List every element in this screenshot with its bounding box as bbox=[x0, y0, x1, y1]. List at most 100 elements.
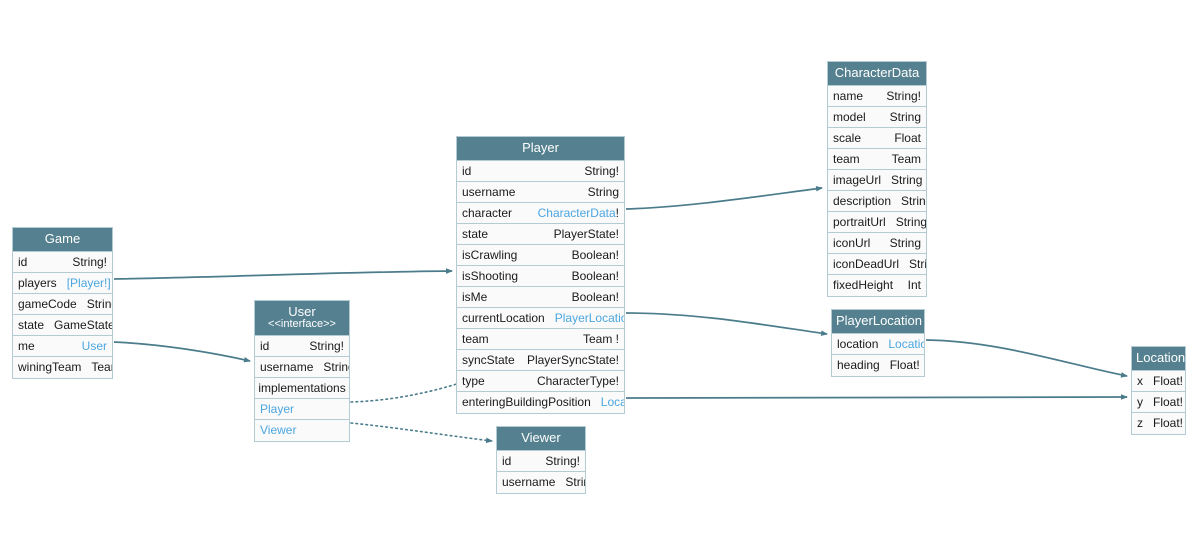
field-row[interactable]: implementations bbox=[255, 378, 349, 399]
field-name: syncState bbox=[462, 352, 515, 367]
field-type[interactable]: Location bbox=[601, 396, 624, 409]
field-type: Int bbox=[907, 278, 921, 292]
field-type[interactable]: CharacterData! bbox=[538, 206, 619, 220]
field-row[interactable]: fixedHeight Int bbox=[828, 275, 926, 296]
field-type: Boolean! bbox=[571, 268, 619, 283]
entity-header-user: User<<interface>> bbox=[255, 301, 349, 336]
field-type: String! bbox=[309, 338, 344, 353]
field-row[interactable]: enteringBuildingPosition Location bbox=[457, 392, 624, 413]
field-type-text: [Player!] bbox=[66, 275, 111, 290]
field-name: players bbox=[18, 275, 57, 290]
field-type[interactable]: Location! bbox=[888, 336, 924, 351]
field-row[interactable]: gameCodeString! bbox=[13, 294, 112, 315]
field-type: String bbox=[901, 193, 926, 208]
field-row[interactable]: y Float! bbox=[1132, 392, 1185, 413]
field-row[interactable]: me User bbox=[13, 336, 112, 357]
field-row[interactable]: syncState PlayerSyncState! bbox=[457, 350, 624, 371]
field-row[interactable]: name String! bbox=[828, 86, 926, 107]
entity-title: Game bbox=[44, 231, 81, 246]
field-name: scale bbox=[833, 130, 862, 145]
field-row[interactable]: winingTeamTeam bbox=[13, 357, 112, 378]
field-name: fixedHeight bbox=[833, 278, 894, 292]
field-type: String bbox=[565, 475, 585, 489]
field-type: PlayerSyncState! bbox=[526, 352, 619, 367]
field-type: String bbox=[889, 109, 921, 124]
edge-player-currentlocation-to-playerlocation bbox=[625, 312, 828, 336]
field-row[interactable]: locationLocation! bbox=[832, 334, 924, 355]
field-row[interactable]: isMe Boolean! bbox=[457, 287, 624, 308]
entity-header-viewer: Viewer bbox=[497, 427, 585, 451]
edge-game-me-to-user bbox=[113, 341, 251, 363]
field-name: Viewer bbox=[260, 423, 297, 437]
field-type: String! bbox=[886, 88, 921, 103]
field-type: String! bbox=[584, 163, 619, 178]
field-type: Float! bbox=[1153, 394, 1184, 409]
entity-header-game: Game bbox=[13, 228, 112, 252]
field-name: type bbox=[462, 373, 485, 388]
edge-player-character-to-characterdata bbox=[625, 185, 823, 210]
field-row[interactable]: description String bbox=[828, 191, 926, 212]
field-row[interactable]: id String! bbox=[255, 336, 349, 357]
field-type: Float! bbox=[889, 358, 920, 372]
field-name: name bbox=[833, 88, 864, 103]
field-type[interactable]: PlayerLocation! bbox=[555, 311, 624, 325]
field-row[interactable]: iconDeadUrlString bbox=[828, 254, 926, 275]
field-type[interactable]: User bbox=[82, 339, 107, 353]
field-name: state bbox=[18, 317, 45, 332]
field-name: y bbox=[1137, 394, 1143, 409]
entity-user[interactable]: User<<interface>> id String! usernameString… bbox=[254, 300, 350, 442]
field-name: enteringBuildingPosition bbox=[462, 395, 591, 409]
field-type[interactable]: [Player!] bbox=[66, 275, 111, 290]
field-type-text: Location bbox=[888, 336, 924, 351]
field-name: description bbox=[833, 193, 892, 208]
field-name: isMe bbox=[462, 289, 488, 304]
field-type: Boolean! bbox=[571, 289, 619, 304]
field-row[interactable]: currentLocationPlayerLocation! bbox=[457, 308, 624, 329]
entity-header-characterdata: CharacterData bbox=[828, 62, 926, 86]
field-name: id bbox=[260, 338, 270, 353]
field-row[interactable]: players [Player!] bbox=[13, 273, 112, 294]
entity-playerlocation[interactable]: PlayerLocationlocationLocation!headingFl… bbox=[831, 309, 925, 377]
field-row[interactable]: heading Float! bbox=[832, 355, 924, 376]
field-name: model bbox=[833, 109, 866, 124]
entity-title: CharacterData bbox=[834, 65, 920, 80]
field-name: me bbox=[18, 338, 35, 353]
field-name: implementations bbox=[258, 380, 346, 395]
entity-title: Player bbox=[522, 140, 559, 155]
entity-title: Location bbox=[1136, 350, 1185, 365]
entity-title: User bbox=[288, 304, 316, 319]
field-name: Player bbox=[260, 401, 295, 416]
field-name: state bbox=[462, 226, 489, 241]
field-row[interactable]: Viewer bbox=[255, 420, 349, 441]
field-row[interactable]: model String bbox=[828, 107, 926, 128]
field-name: heading bbox=[837, 358, 880, 372]
field-row[interactable]: Player bbox=[255, 399, 349, 420]
field-name: winingTeam bbox=[18, 360, 82, 374]
field-type: String bbox=[909, 256, 926, 271]
